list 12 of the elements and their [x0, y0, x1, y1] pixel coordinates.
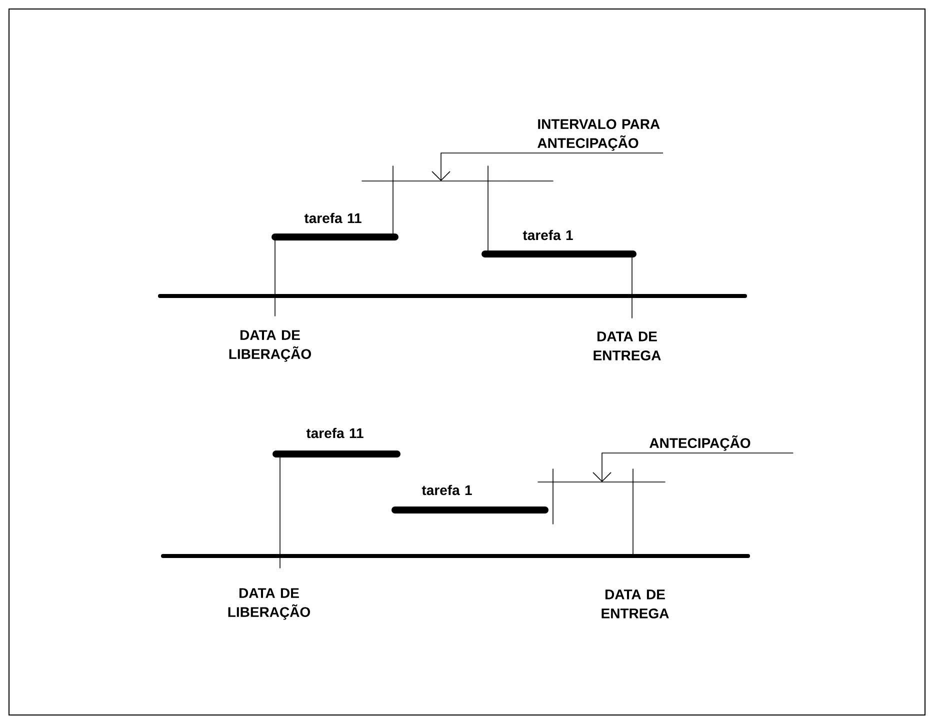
- label: DATA DE ENTREGA: [602, 590, 669, 618]
- callout-text: ANTECIPAÇÃO: [650, 435, 750, 451]
- label: DATA DE LIBERAÇÃO: [229, 330, 312, 362]
- callout-text: INTERVALO PARA ANTECIPAÇÃO: [538, 119, 660, 151]
- label: DATA DE ENTREGA: [594, 332, 661, 360]
- leader-line: [592, 452, 794, 482]
- label: tarefa 11: [306, 428, 364, 438]
- label: tarefa 1: [522, 230, 573, 240]
- label: tarefa 1: [422, 484, 472, 496]
- leader-line: [432, 152, 664, 181]
- label: DATA DE LIBERAÇÃO: [228, 588, 310, 620]
- label: tarefa 11: [304, 212, 362, 224]
